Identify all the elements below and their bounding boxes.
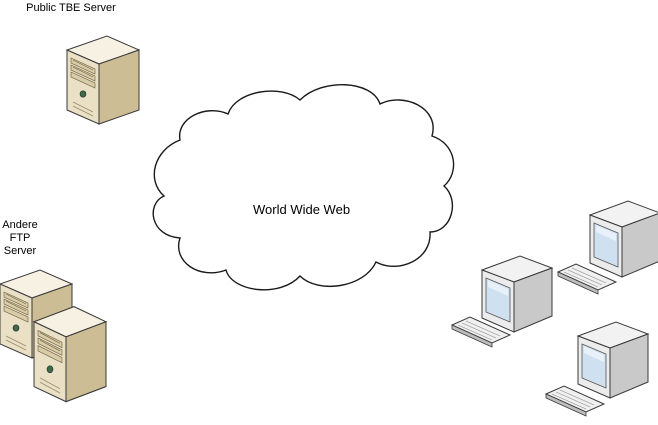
ftp-server-front-icon	[33, 306, 107, 403]
ftp-server-label-line3: Server	[3, 245, 37, 257]
public-tbe-server-icon	[66, 35, 140, 125]
public-tbe-server-label: Public TBE Server	[26, 2, 116, 14]
world-wide-web-label: World Wide Web	[253, 202, 351, 217]
world-wide-web-cloud	[152, 83, 455, 291]
client-workstation-bottom-right	[545, 321, 649, 417]
client-workstation-left	[451, 255, 553, 348]
ftp-server-label-line1: Andere	[2, 219, 38, 231]
client-workstation-top-right	[557, 200, 658, 295]
ftp-server-label-line2: FTP	[9, 232, 31, 244]
